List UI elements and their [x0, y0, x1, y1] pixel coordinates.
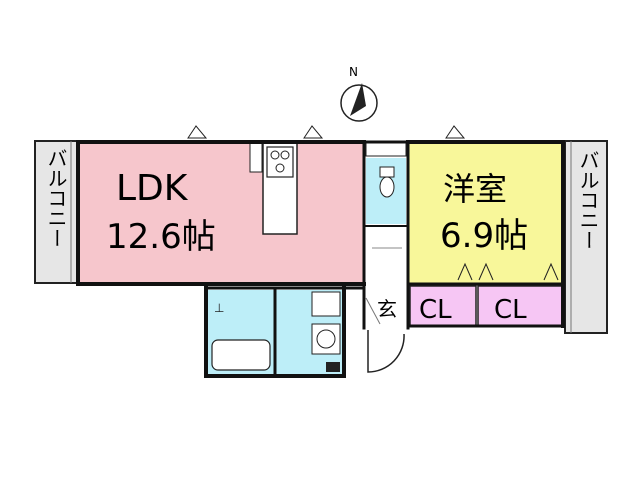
closet-right-label: CL: [494, 295, 527, 325]
balcony-right: [564, 140, 608, 334]
room-western: [408, 142, 563, 284]
window-mark-3: [445, 125, 466, 139]
shower-icon: ⊥: [214, 301, 224, 315]
entrance-label: 玄: [377, 297, 397, 321]
sink-basin-icon: [316, 329, 336, 349]
western-size: 6.9帖: [440, 216, 528, 256]
washing-machine-space: [311, 291, 341, 317]
window-mark-1: [187, 125, 208, 139]
balcony-right-label: バルコニー: [576, 150, 600, 250]
entrance: [366, 286, 408, 326]
closet-left-label: CL: [419, 295, 452, 325]
compass-north-label: N: [349, 65, 358, 79]
closet-right: [477, 285, 564, 327]
ldk-size: 12.6帖: [106, 217, 216, 257]
toilet-icon: [379, 166, 395, 178]
window-mark-2: [303, 125, 324, 139]
burner-2: [280, 150, 290, 160]
bathtub-icon: [211, 339, 271, 371]
washroom-shaft: [326, 362, 340, 372]
shoe-storage: [365, 141, 407, 157]
hall-storage: [366, 226, 406, 286]
ldk-name: LDK: [116, 168, 189, 209]
window-markers: [187, 125, 466, 139]
entrance-door-swing: [367, 330, 405, 373]
closet-door-mark-1: [457, 262, 473, 281]
room-ldk: [78, 142, 364, 284]
burner-1: [270, 150, 280, 160]
toilet-bowl-icon: [379, 176, 395, 198]
compass: N: [340, 65, 378, 122]
closet-door-mark-2: [478, 262, 494, 281]
burner-3: [275, 163, 285, 173]
balcony-left: [34, 140, 78, 284]
entrance-step-line: [365, 297, 381, 325]
sink-icon: [311, 323, 341, 355]
compass-needle-icon: [350, 83, 366, 116]
kitchen-fridge-space: [249, 141, 263, 173]
closet-door-mark-3: [543, 262, 559, 281]
western-name: 洋室: [443, 170, 507, 208]
walls: [76, 140, 565, 378]
balcony-left-label: バルコニー: [44, 148, 68, 248]
